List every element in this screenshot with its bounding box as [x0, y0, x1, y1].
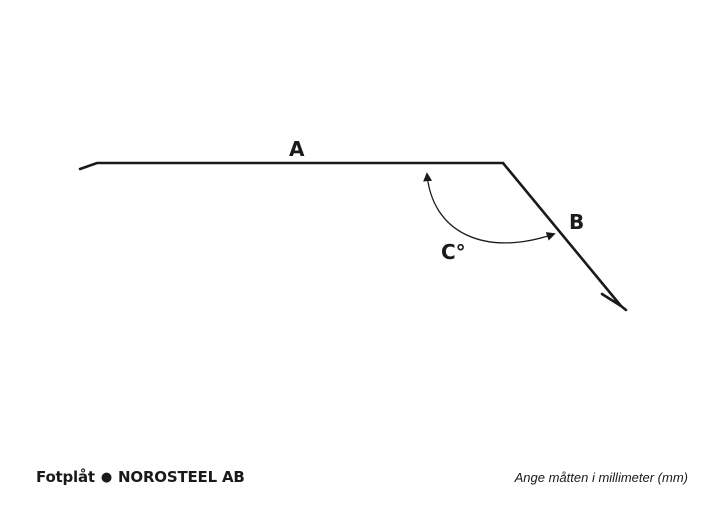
profile-line	[78, 161, 623, 308]
label-b: B	[569, 210, 584, 234]
separator-dot: ●	[100, 470, 113, 485]
company-name: NOROSTEEL AB	[118, 468, 245, 486]
measurement-note: Ange måtten i millimeter (mm)	[514, 470, 688, 485]
footer-title: Fotplåt ● NOROSTEEL AB	[36, 468, 245, 486]
product-name: Fotplåt	[36, 468, 95, 486]
label-a: A	[289, 137, 305, 161]
label-c-angle: C°	[441, 240, 466, 264]
profile-hem	[619, 304, 628, 312]
angle-arc	[423, 172, 556, 244]
